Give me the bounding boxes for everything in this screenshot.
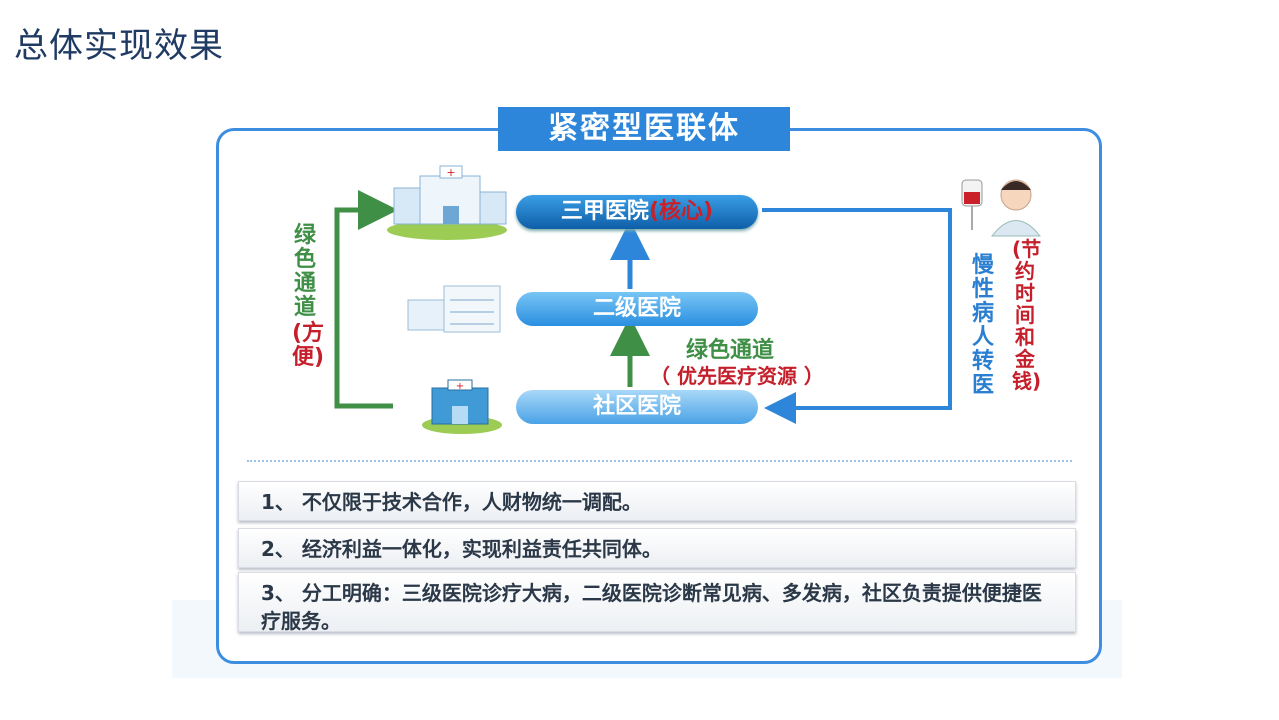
svg-text:+: + <box>446 166 455 179</box>
middle-channel-note: （ 优先医疗资源 ） <box>650 360 824 389</box>
clinic-icon: + <box>422 380 502 434</box>
left-channel-label: 绿色通道 <box>292 224 318 320</box>
hospital-medium-icon <box>408 286 500 332</box>
node-bottom-hospital: 社区医院 <box>516 390 758 424</box>
node-top-note: (核心) <box>649 199 713 224</box>
hospital-large-icon: + <box>387 166 507 240</box>
right-channel-note: (节约时间和金钱) <box>1012 238 1038 392</box>
left-green-arrow <box>337 210 393 406</box>
node-top-hospital: 三甲医院(核心) <box>516 195 758 229</box>
node-mid-name: 二级医院 <box>593 296 681 321</box>
right-channel-label: 慢性病人转医 <box>970 254 996 398</box>
node-top-name: 三甲医院 <box>561 199 649 224</box>
point-2: 2、 经济利益一体化，实现利益责任共同体。 <box>238 528 1076 568</box>
svg-text:+: + <box>456 381 464 392</box>
left-channel-note: (方便) <box>292 322 318 370</box>
patient-iv-icon <box>962 180 1040 236</box>
dotted-divider <box>247 460 1072 462</box>
node-mid-hospital: 二级医院 <box>516 292 758 326</box>
point-3: 3、 分工明确：三级医院诊疗大病，二级医院诊断常见病、多发病，社区负责提供便捷医… <box>238 572 1076 632</box>
node-bottom-name: 社区医院 <box>593 394 681 419</box>
point-1: 1、 不仅限于技术合作，人财物统一调配。 <box>238 481 1076 521</box>
